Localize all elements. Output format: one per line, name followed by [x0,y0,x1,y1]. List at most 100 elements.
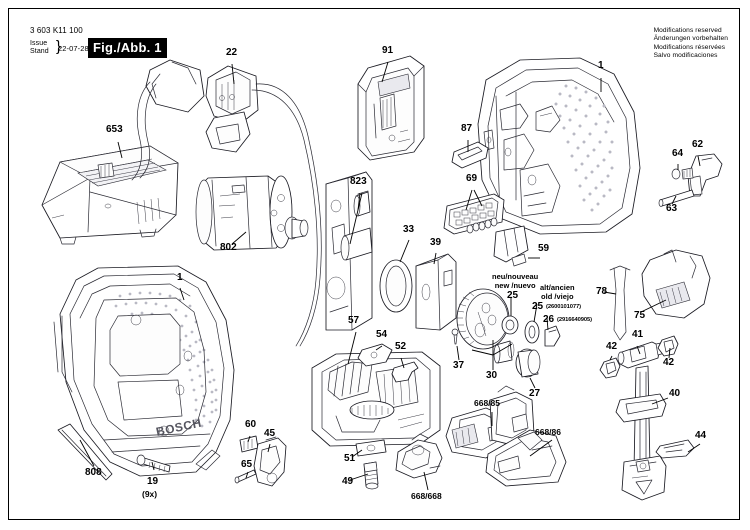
part-27-cap [515,348,541,378]
issue-brace: } [56,38,62,55]
part-19-screw [136,454,171,473]
issue-label: Issue [30,40,48,47]
callout-33: 33 [403,224,415,235]
callout-49: 49 [342,476,354,487]
callout-45: 45 [264,428,276,439]
callout-62: 62 [692,139,704,150]
callout-63: 63 [666,203,678,214]
callout-60: 60 [245,419,257,430]
callout-19-multiplier: (9x) [142,489,158,499]
vent-holes [554,84,614,212]
disclaimer-de: Änderungen vorbehalten [653,35,728,43]
part-1-housing-right [477,57,641,235]
callout-42-left: 42 [606,341,618,352]
callout-668-85: 668/85 [474,398,500,408]
part-40-plunger [615,365,667,501]
leader-lines [79,61,701,491]
callout-808: 808 [85,467,102,478]
part-62-lever [687,153,723,197]
callout-1-top: 1 [598,60,604,71]
part-87-cover [451,141,489,169]
callout-69: 69 [466,173,478,184]
part-26-seal [544,325,561,347]
part-52-key [391,361,419,383]
callout-51: 51 [344,453,356,464]
variant-old-item-code: (2600101077) [546,304,581,310]
part-69-contacts [466,217,498,234]
part-802-motor [195,175,309,251]
part-45-lever [253,436,287,487]
variant-old-label: alt/ancien old /viejo [540,283,575,301]
part-51-washer [355,439,387,457]
part-1-housing-left [53,265,235,477]
callout-41: 41 [632,329,644,340]
disclaimer-en: Modifications reserved [653,27,722,34]
callout-823: 823 [350,176,367,187]
part-91-battery [357,55,425,161]
part-75-cover [641,249,711,319]
callout-87: 87 [461,123,473,134]
figure-label: Fig./Abb. 1 [88,38,167,58]
part-33-oring [379,259,413,313]
part-668-668-clamp [395,433,443,479]
callout-78: 78 [596,286,608,297]
part-49-bolt [363,461,379,490]
stand-label: Stand [30,47,49,55]
callout-42-right: 42 [663,357,675,368]
part-69-contact-block [443,193,505,235]
callout-39: 39 [430,237,442,248]
part-57-gearbox [311,351,441,447]
callout-57: 57 [348,315,360,326]
part-808-blade [57,423,113,481]
callout-19: 19 [147,476,159,487]
callout-54: 54 [376,329,388,340]
issue-stand-block: Issue Stand } [30,39,61,55]
part-25-gear-new [456,288,510,350]
callout-22: 22 [226,47,238,58]
part-653-charger [41,145,179,245]
callout-668-86: 668/86 [535,427,561,437]
part-59-bracket [493,225,529,267]
part-number: 3 603 K11 100 [30,26,83,35]
part-37-screw [451,328,459,345]
part-42-nut-right [657,335,679,357]
callout-91: 91 [382,45,394,56]
callout-59: 59 [538,243,550,254]
part-57-roller [349,400,395,420]
part-25-washer-old [524,320,540,344]
page-border [8,8,740,520]
variant-old-line1: alt/ancien [540,283,575,292]
part-54-pad [357,343,393,367]
part-39-plate [415,253,457,331]
callout-44: 44 [695,430,707,441]
variant-old-item: 25 [532,301,544,312]
variant-new-label: neu/nouveau new /nuevo [492,272,538,290]
part-78-spring [609,265,631,341]
callout-668-668: 668/668 [411,491,442,501]
part-22-switch [131,59,322,347]
variant-new-line2: new /nuevo [494,281,536,290]
part-42-nut-left [599,357,621,379]
callout-52: 52 [395,341,407,352]
callout-37: 37 [453,360,465,371]
part-64-clip [671,167,694,180]
variant-item-26: 26 [543,314,555,325]
callout-802: 802 [220,242,237,253]
variant-new-item: 25 [507,290,519,301]
callout-653: 653 [106,124,123,135]
part-823-plate [325,171,373,331]
callout-1-bottom: 1 [177,272,183,283]
disclaimer-fr: Modifications réservées [653,43,726,51]
callout-64: 64 [672,148,684,159]
callout-27: 27 [529,388,541,399]
disclaimer-es: Salvo modificaciones [653,52,718,60]
part-44-clip [655,439,695,459]
variant-old-line2: old /viejo [541,292,574,301]
variant-new-line1: neu/nouveau [492,272,539,281]
callout-30: 30 [486,370,498,381]
date-code: 22-07-28 [58,44,89,53]
part-65-pin [234,469,257,484]
variant-item-26-code: (2916640905) [557,317,592,323]
